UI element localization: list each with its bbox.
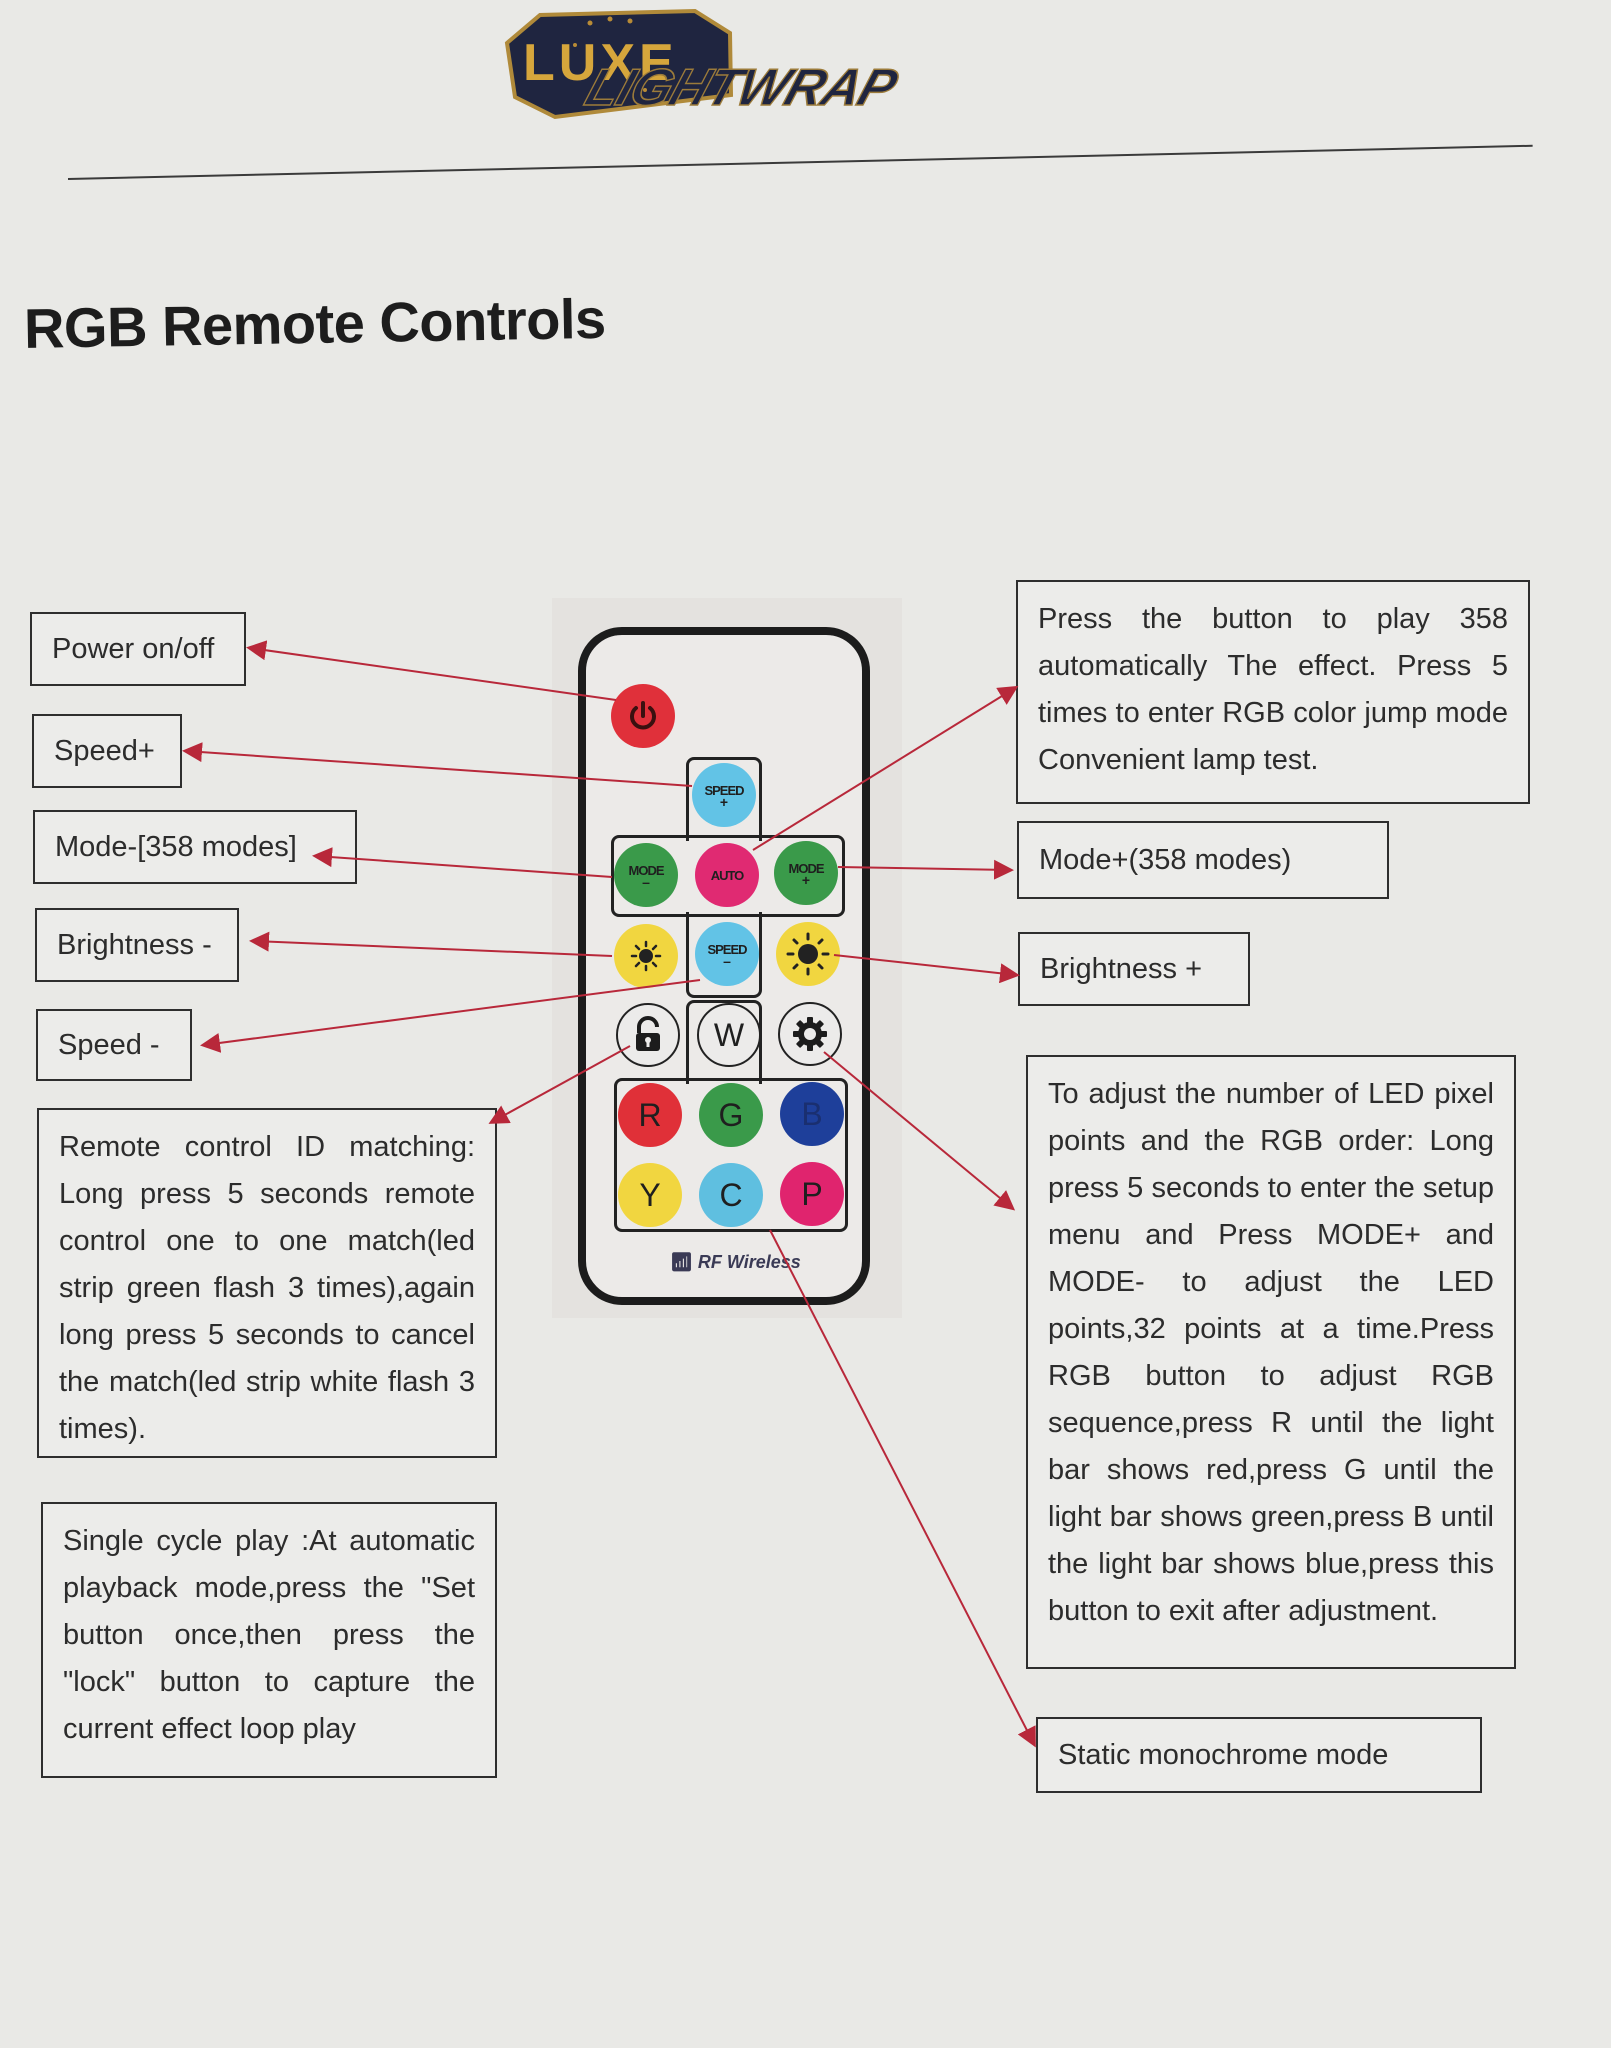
red-label: R (638, 1096, 662, 1133)
speed-minus-button[interactable]: SPEED – (695, 922, 759, 986)
blue-label: B (801, 1095, 823, 1132)
sun-large-icon (786, 932, 830, 976)
gear-icon (793, 1017, 827, 1051)
settings-button[interactable] (778, 1002, 842, 1066)
page-title: RGB Remote Controls (23, 286, 607, 360)
note-setup: To adjust the number of LED pixel points… (1026, 1055, 1516, 1669)
mode-plus-sign: + (801, 871, 811, 888)
speed-minus-label: SPEED (707, 941, 747, 957)
label-static-mode-text: Static monochrome mode (1058, 1738, 1389, 1771)
auto-label: AUTO (710, 867, 745, 883)
rf-wireless-text: RF Wireless (697, 1252, 801, 1272)
label-brightness-plus-text: Brightness + (1040, 952, 1203, 985)
yellow-button[interactable]: Y (618, 1163, 682, 1227)
white-button[interactable]: W (697, 1003, 761, 1067)
mode-plus-label: MODE (788, 860, 825, 876)
note-single-cycle: Single cycle play :At automatic playback… (41, 1502, 497, 1778)
label-mode-plus: Mode+(358 modes) (1017, 821, 1389, 899)
label-static-mode: Static monochrome mode (1036, 1717, 1482, 1793)
brightness-minus-button[interactable] (614, 924, 678, 988)
cyan-label: C (719, 1176, 743, 1213)
logo-stars (573, 16, 647, 92)
label-mode-minus-text: Mode-[358 modes] (55, 830, 297, 863)
purple-label: P (801, 1175, 823, 1212)
label-mode-plus-text: Mode+(358 modes) (1039, 843, 1292, 876)
dpad-frame-middle (611, 835, 845, 917)
lock-icon (636, 1016, 660, 1051)
note-single-cycle-text: Single cycle play :At automatic playback… (63, 1525, 475, 1745)
rf-wireless-footer: 📶︎ RF Wireless (670, 1252, 801, 1273)
mode-minus-label: MODE (628, 862, 665, 878)
header-divider (67, 144, 1533, 180)
label-speed-plus-text: Speed+ (54, 734, 155, 767)
wifi-icon: 📶︎ (670, 1252, 693, 1272)
speed-plus-sign: + (719, 793, 729, 810)
label-speed-minus-text: Speed - (58, 1028, 160, 1061)
purple-button[interactable]: P (780, 1162, 844, 1226)
note-auto-text: Press the button to play 358 automatical… (1038, 603, 1508, 776)
label-speed-plus: Speed+ (32, 714, 182, 788)
speed-plus-button[interactable]: SPEED + (692, 763, 756, 827)
auto-button[interactable]: AUTO (695, 843, 759, 907)
label-power-text: Power on/off (52, 632, 215, 665)
note-setup-text: To adjust the number of LED pixel points… (1048, 1078, 1494, 1627)
sun-small-icon (630, 940, 662, 972)
label-brightness-minus-text: Brightness - (57, 928, 212, 961)
yellow-label: Y (639, 1176, 661, 1213)
logo-badge (504, 8, 734, 120)
speed-plus-label: SPEED (704, 782, 744, 798)
speed-minus-sign: – (723, 952, 731, 969)
mode-plus-button[interactable]: MODE + (774, 841, 838, 905)
label-brightness-plus: Brightness + (1018, 932, 1250, 1006)
red-button[interactable]: R (618, 1083, 682, 1147)
cyan-button[interactable]: C (699, 1163, 763, 1227)
lock-button[interactable] (616, 1003, 680, 1067)
note-id-matching: Remote control ID matching: Long press 5… (37, 1108, 497, 1458)
brightness-plus-button[interactable] (776, 922, 840, 986)
label-speed-minus: Speed - (36, 1009, 192, 1081)
mode-minus-button[interactable]: MODE – (614, 843, 678, 907)
blue-button[interactable]: B (780, 1082, 844, 1146)
power-icon (630, 701, 656, 730)
power-button[interactable] (611, 684, 675, 748)
label-brightness-minus: Brightness - (35, 908, 239, 982)
logo-primary-text: LUXE (523, 34, 678, 92)
green-button[interactable]: G (699, 1083, 763, 1147)
green-label: G (718, 1096, 744, 1133)
dpad-frame-bottom (686, 912, 762, 998)
logo-secondary-text: LIGHTWRAP (579, 59, 905, 117)
mode-minus-sign: – (642, 873, 650, 890)
label-power: Power on/off (30, 612, 246, 686)
white-label: W (713, 1016, 745, 1053)
label-mode-minus: Mode-[358 modes] (33, 810, 357, 884)
note-auto: Press the button to play 358 automatical… (1016, 580, 1530, 804)
brand-logo: LUXE LIGHTWRAP (504, 8, 905, 120)
note-id-matching-text: Remote control ID matching: Long press 5… (59, 1131, 475, 1445)
